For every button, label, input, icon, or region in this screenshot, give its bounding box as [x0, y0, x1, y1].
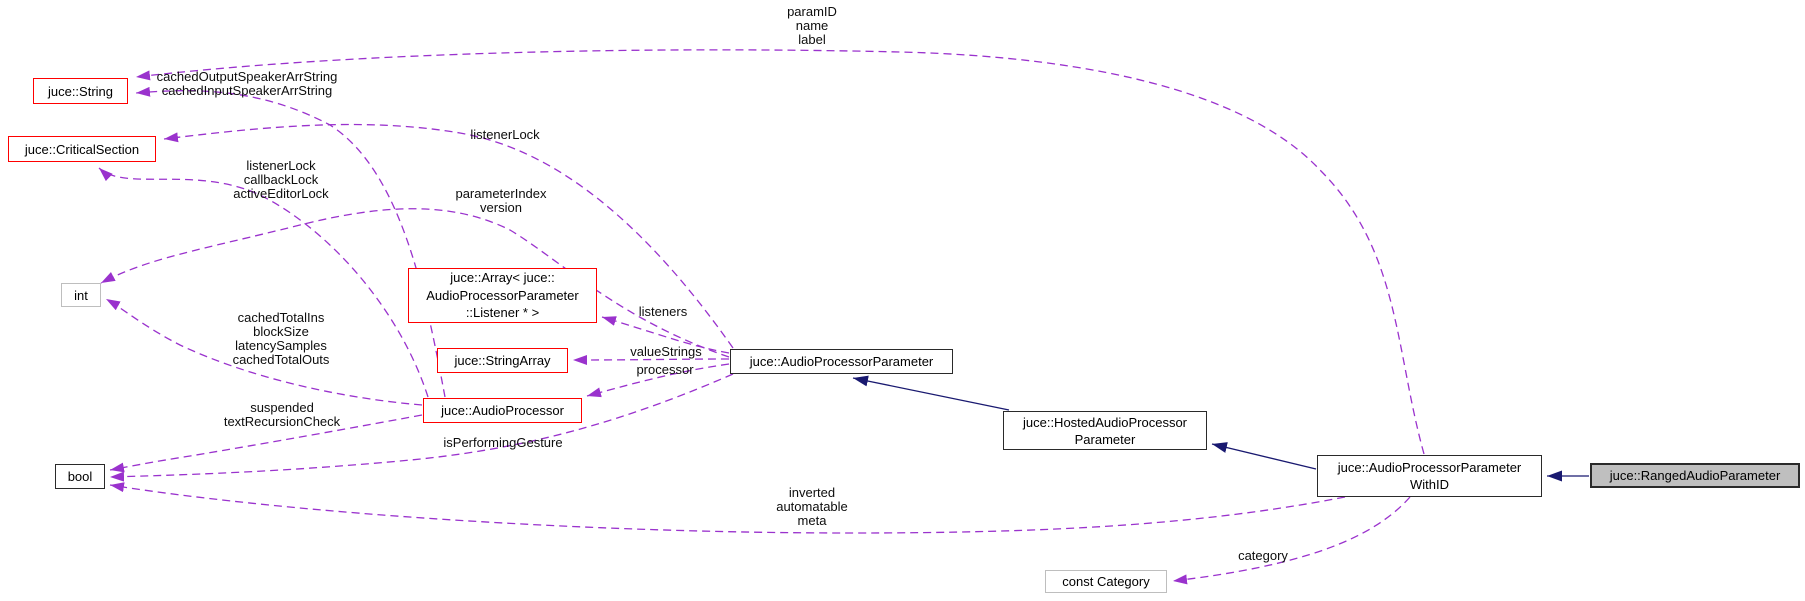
edge-label-category: category [1238, 548, 1288, 563]
class-box-juce-criticalsection[interactable]: juce::CriticalSection [8, 136, 156, 162]
edge-label-paramid: paramID name label [787, 4, 837, 47]
edge-parameter-index [100, 208, 730, 358]
edge-is-performing-gesture [109, 373, 734, 482]
edge-processor [586, 363, 730, 398]
edge-listener-lock [163, 123, 734, 349]
class-box-juce-audioprocessorparameterwithid[interactable]: juce::AudioProcessorParameter WithID [1317, 455, 1542, 497]
class-box-juce-array-listener[interactable]: juce::Array< juce:: AudioProcessorParame… [408, 268, 597, 323]
class-box-juce-stringarray[interactable]: juce::StringArray [437, 348, 568, 373]
class-label: juce::AudioProcessor [441, 403, 564, 418]
class-label-line: AudioProcessorParameter [426, 287, 579, 303]
class-label-line: juce::AudioProcessorParameter [1337, 460, 1522, 475]
edge-paramid [135, 49, 1425, 455]
edge-label-value-strings: valueStrings [630, 344, 702, 359]
edge-value-strings [572, 354, 730, 365]
class-label: juce::StringArray [454, 353, 551, 368]
class-label-line: ::Listener * > [465, 305, 540, 321]
edge-inherit-withid-to-hosted [1211, 442, 1317, 470]
edge-locks [98, 167, 429, 398]
type-label: bool [67, 469, 93, 484]
type-box-int: int [61, 283, 101, 307]
edge-label-locks: listenerLock callbackLock activeEditorLo… [233, 158, 329, 201]
class-box-juce-rangedaudioparameter: juce::RangedAudioParameter [1590, 463, 1800, 488]
class-box-juce-string[interactable]: juce::String [33, 78, 128, 104]
edge-label-suspended: suspended textRecursionCheck [223, 400, 341, 429]
class-box-juce-audioprocessorparameter[interactable]: juce::AudioProcessorParameter [730, 349, 953, 374]
edge-label-parameter-index: parameterIndex version [455, 186, 547, 215]
class-label: juce::RangedAudioParameter [1609, 468, 1781, 483]
type-label: const Category [1062, 574, 1150, 589]
edge-label-cached-speaker: cachedOutputSpeakerArrString cachedInput… [156, 69, 338, 98]
edge-label-is-performing-gesture: isPerformingGesture [443, 435, 563, 450]
edge-label-listeners: listeners [638, 304, 688, 319]
class-box-juce-hostedaudioprocessorparameter[interactable]: juce::HostedAudioProcessor Parameter [1003, 411, 1207, 450]
edge-label-listener-lock: listenerLock [470, 127, 540, 142]
edge-inverted [109, 482, 1346, 534]
edge-category [1172, 496, 1411, 585]
class-label-line: juce::Array< juce:: [450, 270, 555, 286]
class-label: juce::AudioProcessorParameter [749, 354, 934, 369]
edge-label-inverted: inverted automatable meta [776, 485, 848, 528]
edge-listeners [601, 316, 730, 354]
class-label: juce::String [47, 83, 114, 99]
edge-inherit-hosted-to-parameter [852, 375, 1010, 411]
edge-suspended [109, 414, 423, 473]
type-box-bool[interactable]: bool [55, 464, 105, 489]
class-label-line: juce::HostedAudioProcessor [1022, 414, 1188, 430]
class-box-juce-audioprocessor[interactable]: juce::AudioProcessor [423, 398, 582, 423]
class-label: juce::CriticalSection [24, 141, 140, 157]
type-label: int [74, 287, 88, 303]
edge-label-processor: processor [636, 362, 694, 377]
type-box-const-category: const Category [1045, 570, 1167, 593]
class-label-line: WithID [1410, 477, 1449, 492]
class-label-line: Parameter [1074, 431, 1136, 447]
edge-label-cached-totals: cachedTotalIns blockSize latencySamples … [232, 310, 330, 367]
